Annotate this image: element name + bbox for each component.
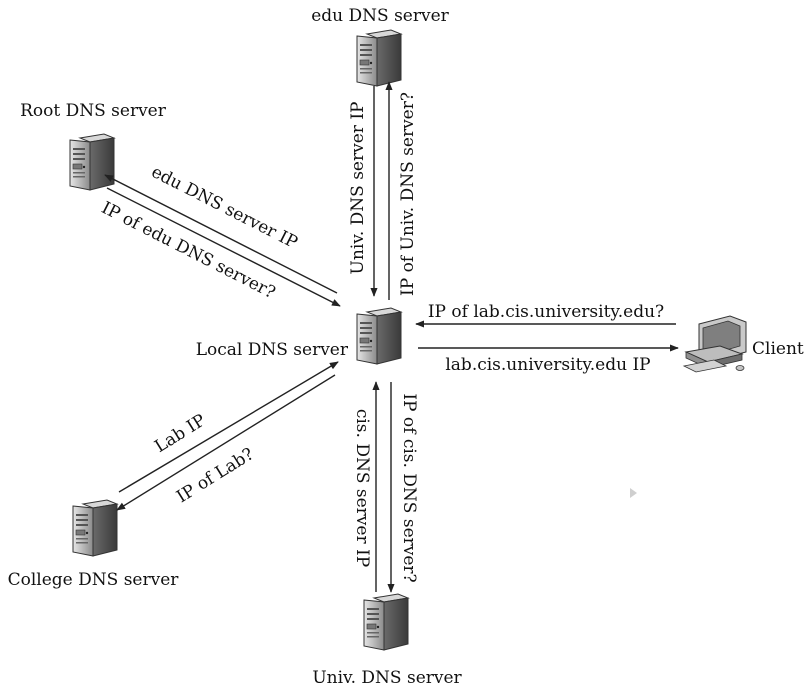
univ-dns-server: Univ. DNS server	[312, 593, 463, 688]
edu-server-icon	[356, 29, 402, 87]
edu-dns-server: edu DNS server	[311, 6, 450, 87]
arrow-local-to-root	[106, 187, 341, 307]
msg-college-reply: Lab IP	[151, 410, 209, 457]
msg-univ-query: IP of cis. DNS server?	[399, 393, 419, 582]
arrow-college-to-local	[118, 361, 339, 493]
client-label: Client	[752, 339, 804, 359]
root-server-icon	[69, 133, 115, 191]
local-dns-server: Local DNS server	[196, 307, 402, 365]
edu-server-label: edu DNS server	[311, 6, 449, 26]
msg-college-query: IP of Lab?	[173, 444, 257, 507]
arrow-local-to-college	[116, 374, 336, 511]
msg-client-query: IP of lab.cis.university.edu?	[428, 302, 664, 322]
client-computer: Client	[682, 315, 804, 373]
cursor-mark-icon	[630, 488, 637, 498]
college-server-icon	[72, 499, 118, 557]
msg-univ-reply: cis. DNS server IP	[352, 409, 372, 567]
msg-edu-reply: Univ. DNS server IP	[348, 102, 368, 275]
college-server-label: College DNS server	[8, 570, 180, 590]
college-dns-server: College DNS server	[8, 499, 180, 590]
local-server-icon	[356, 307, 402, 365]
root-dns-server: Root DNS server	[20, 101, 167, 191]
msg-edu-query: IP of Univ. DNS server?	[398, 92, 418, 296]
local-server-label: Local DNS server	[196, 340, 349, 360]
desktop-computer-icon	[682, 315, 747, 373]
root-server-label: Root DNS server	[20, 101, 167, 121]
msg-client-reply: lab.cis.university.edu IP	[445, 355, 650, 375]
univ-server-label: Univ. DNS server	[312, 668, 462, 688]
arrow-root-to-local	[104, 174, 338, 294]
univ-server-icon	[363, 593, 409, 651]
